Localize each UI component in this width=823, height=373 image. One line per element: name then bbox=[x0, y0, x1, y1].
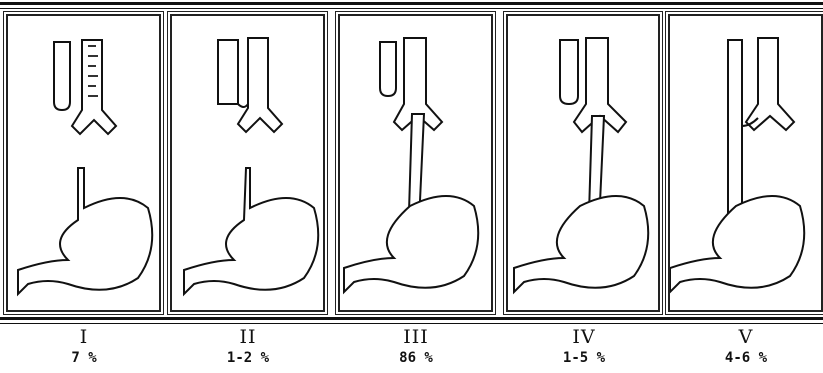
panel-type-1 bbox=[6, 14, 161, 312]
bottom-rule bbox=[0, 317, 823, 320]
upper-esophagus-pouch bbox=[560, 40, 578, 104]
stomach bbox=[514, 196, 648, 292]
anatomy-illustration-type-3 bbox=[340, 16, 491, 310]
trachea bbox=[746, 38, 794, 130]
bottom-rule-thin bbox=[0, 323, 823, 324]
panel-type-4 bbox=[506, 14, 660, 312]
type-numeral: V bbox=[686, 326, 806, 348]
type-percent: 1-5 % bbox=[524, 350, 644, 366]
anatomy-illustration-type-2 bbox=[172, 16, 323, 310]
type-numeral: IV bbox=[524, 326, 644, 348]
trachea bbox=[238, 38, 282, 132]
top-rule bbox=[0, 2, 823, 5]
panel-type-2 bbox=[170, 14, 325, 312]
anatomy-illustration-type-5 bbox=[670, 16, 821, 310]
type-percent: 7 % bbox=[24, 350, 144, 366]
upper-esophagus-pouch bbox=[380, 42, 396, 96]
panel-type-5 bbox=[668, 14, 823, 312]
upper-esophagus-pouch bbox=[218, 40, 238, 104]
type-numeral: III bbox=[356, 326, 476, 348]
stomach bbox=[670, 196, 804, 292]
type-numeral: II bbox=[188, 326, 308, 348]
top-rule-thin bbox=[0, 8, 823, 9]
fistula-connection bbox=[238, 104, 248, 107]
upper-esophagus-pouch bbox=[54, 42, 70, 110]
type-numeral: I bbox=[24, 326, 144, 348]
type-percent: 4-6 % bbox=[686, 350, 806, 366]
anatomy-illustration-type-1 bbox=[8, 16, 159, 310]
type-percent: 1-2 % bbox=[188, 350, 308, 366]
anatomy-illustration-type-4 bbox=[508, 16, 658, 310]
stomach bbox=[344, 196, 478, 292]
panel-type-3 bbox=[338, 14, 493, 312]
type-percent: 86 % bbox=[356, 350, 476, 366]
stomach bbox=[18, 168, 152, 294]
stomach bbox=[184, 168, 318, 294]
